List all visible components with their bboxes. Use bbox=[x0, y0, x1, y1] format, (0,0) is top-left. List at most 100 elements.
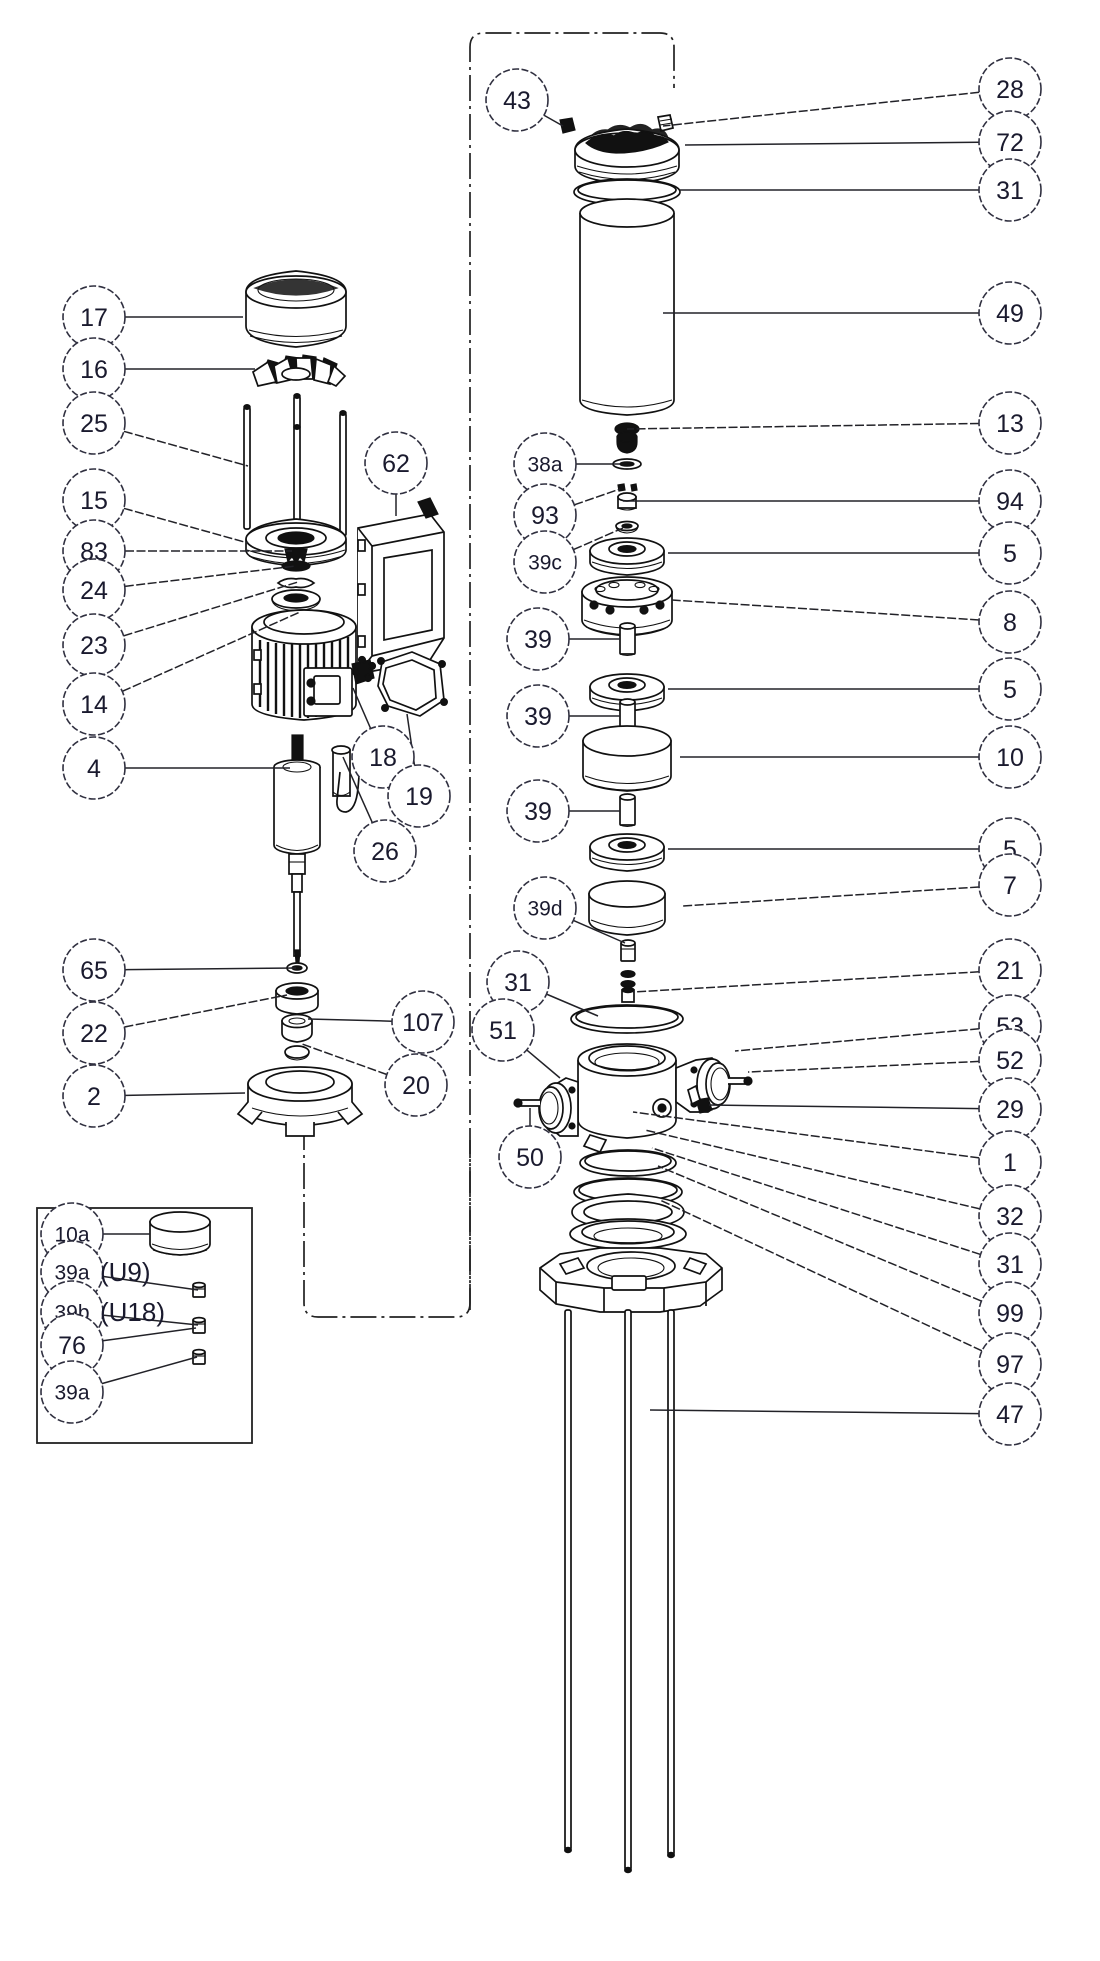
callout-circle bbox=[978, 853, 1042, 917]
callout-76-legend_box-3[interactable]: 76 bbox=[40, 1313, 104, 1377]
leader-line-97 bbox=[659, 1199, 983, 1352]
callout-circle bbox=[978, 281, 1042, 345]
callout-22-left-10[interactable]: 22 bbox=[62, 1001, 126, 1065]
leader-line-7 bbox=[682, 886, 980, 907]
callout-label: 28 bbox=[996, 76, 1024, 104]
callout-2-left-11[interactable]: 2 bbox=[62, 1064, 126, 1128]
callout-label: 31 bbox=[996, 1251, 1024, 1279]
callout-label: 94 bbox=[996, 488, 1024, 516]
callout-bubbles-layer: 171625158324231446522262181926107204338a… bbox=[40, 57, 1042, 1446]
callout-7-right-11[interactable]: 7 bbox=[978, 853, 1042, 917]
callout-circle bbox=[62, 938, 126, 1002]
part-21-stud bbox=[620, 969, 636, 1003]
callout-31-right-2[interactable]: 31 bbox=[978, 158, 1042, 222]
callout-circle bbox=[384, 1053, 448, 1117]
leader-line-28 bbox=[662, 91, 980, 127]
callout-label: 76 bbox=[58, 1332, 86, 1360]
callout-label: 65 bbox=[80, 957, 108, 985]
callout-99-right-19[interactable]: 99 bbox=[978, 1281, 1042, 1345]
callout-circle bbox=[978, 521, 1042, 585]
leader-line-31 bbox=[651, 1147, 981, 1256]
callout-49-right-3[interactable]: 49 bbox=[978, 281, 1042, 345]
callout-19-center-2[interactable]: 19 bbox=[387, 764, 451, 828]
callout-8-right-7[interactable]: 8 bbox=[978, 590, 1042, 654]
callout-circle bbox=[513, 876, 577, 940]
callout-23-left-6[interactable]: 23 bbox=[62, 613, 126, 677]
callout-label: 32 bbox=[996, 1203, 1024, 1231]
leader-line-25 bbox=[123, 430, 249, 467]
callout-107-center-4[interactable]: 107 bbox=[391, 990, 455, 1054]
part-8-diffuser-chamber bbox=[581, 576, 673, 637]
callout-52-right-14[interactable]: 52 bbox=[978, 1028, 1042, 1092]
part-93-key bbox=[617, 483, 638, 492]
callout-14-left-7[interactable]: 14 bbox=[62, 672, 126, 736]
callout-label: 97 bbox=[996, 1351, 1024, 1379]
callout-72-right-1[interactable]: 72 bbox=[978, 110, 1042, 174]
callout-39a-legend_box-4[interactable]: 39a bbox=[40, 1360, 104, 1424]
callout-1-right-16[interactable]: 1 bbox=[978, 1130, 1042, 1194]
part-22-mechanical-seal bbox=[275, 982, 319, 1015]
leader-line-39b bbox=[102, 1314, 199, 1326]
callout-label: 29 bbox=[996, 1096, 1024, 1124]
callout-24-left-5[interactable]: 24 bbox=[62, 558, 126, 622]
callout-label: 10a bbox=[54, 1224, 89, 1247]
callout-5-right-8[interactable]: 5 bbox=[978, 657, 1042, 721]
part-25-tie-rods bbox=[243, 393, 347, 537]
callout-circle bbox=[62, 1001, 126, 1065]
callout-93-center-8[interactable]: 93 bbox=[513, 483, 577, 547]
callout-38a-center-7[interactable]: 38a bbox=[513, 432, 577, 496]
part-107-seal-carrier bbox=[281, 1013, 313, 1043]
part-62-terminal-box bbox=[357, 497, 445, 676]
callout-label: 39 bbox=[524, 626, 552, 654]
callout-43-center-6[interactable]: 43 bbox=[485, 68, 549, 132]
part-72-pump-head bbox=[574, 123, 680, 185]
callout-31-right-18[interactable]: 31 bbox=[978, 1232, 1042, 1296]
callout-28-right-0[interactable]: 28 bbox=[978, 57, 1042, 121]
callout-65-left-9[interactable]: 65 bbox=[62, 938, 126, 1002]
callout-20-center-5[interactable]: 20 bbox=[384, 1053, 448, 1117]
part-7-chamber-sleeve-short bbox=[588, 880, 666, 936]
callout-circle bbox=[62, 736, 126, 800]
leader-line-72 bbox=[684, 141, 980, 146]
callout-29-right-15[interactable]: 29 bbox=[978, 1077, 1042, 1141]
callout-4-left-8[interactable]: 4 bbox=[62, 736, 126, 800]
callout-39d-center-13[interactable]: 39d bbox=[513, 876, 577, 940]
callout-51-center-15[interactable]: 51 bbox=[471, 998, 535, 1062]
callout-5-right-6[interactable]: 5 bbox=[978, 521, 1042, 585]
leader-line-51 bbox=[526, 1049, 561, 1079]
callout-15-left-3[interactable]: 15 bbox=[62, 468, 126, 532]
callout-label: 13 bbox=[996, 410, 1024, 438]
callout-13-right-4[interactable]: 13 bbox=[978, 391, 1042, 455]
callout-97-right-20[interactable]: 97 bbox=[978, 1332, 1042, 1396]
callout-50-center-16[interactable]: 50 bbox=[498, 1125, 562, 1189]
callout-25-left-2[interactable]: 25 bbox=[62, 391, 126, 455]
callout-circle bbox=[471, 998, 535, 1062]
part-65-seal-ring bbox=[286, 962, 308, 974]
part-5-impeller-1 bbox=[589, 537, 665, 576]
callout-label: 16 bbox=[80, 356, 108, 384]
callout-10-right-9[interactable]: 10 bbox=[978, 725, 1042, 789]
callout-39-center-10[interactable]: 39 bbox=[506, 607, 570, 671]
callout-21-right-12[interactable]: 21 bbox=[978, 938, 1042, 1002]
leader-line-1 bbox=[632, 1111, 980, 1159]
callout-39-center-12[interactable]: 39 bbox=[506, 779, 570, 843]
callout-32-right-17[interactable]: 32 bbox=[978, 1184, 1042, 1248]
leader-lines-layer bbox=[101, 91, 983, 1415]
callout-label: 14 bbox=[80, 691, 108, 719]
part-2-motor-stool bbox=[236, 1066, 364, 1137]
callout-47-right-21[interactable]: 47 bbox=[978, 1382, 1042, 1446]
callout-circle bbox=[62, 391, 126, 455]
callout-26-center-3[interactable]: 26 bbox=[353, 819, 417, 883]
callout-label: 39c bbox=[528, 552, 562, 575]
leader-line-26 bbox=[342, 756, 374, 824]
part-17-fan-cover bbox=[245, 270, 347, 348]
callout-16-left-1[interactable]: 16 bbox=[62, 337, 126, 401]
part-51-53-pump-housing bbox=[513, 1043, 753, 1154]
callout-circle bbox=[387, 764, 451, 828]
callout-circle bbox=[40, 1360, 104, 1424]
callout-39-center-11[interactable]: 39 bbox=[506, 684, 570, 748]
callout-label: 43 bbox=[503, 87, 531, 115]
callout-circle bbox=[513, 530, 577, 594]
callout-39c-center-9[interactable]: 39c bbox=[513, 530, 577, 594]
callout-62-center-0[interactable]: 62 bbox=[364, 431, 428, 495]
